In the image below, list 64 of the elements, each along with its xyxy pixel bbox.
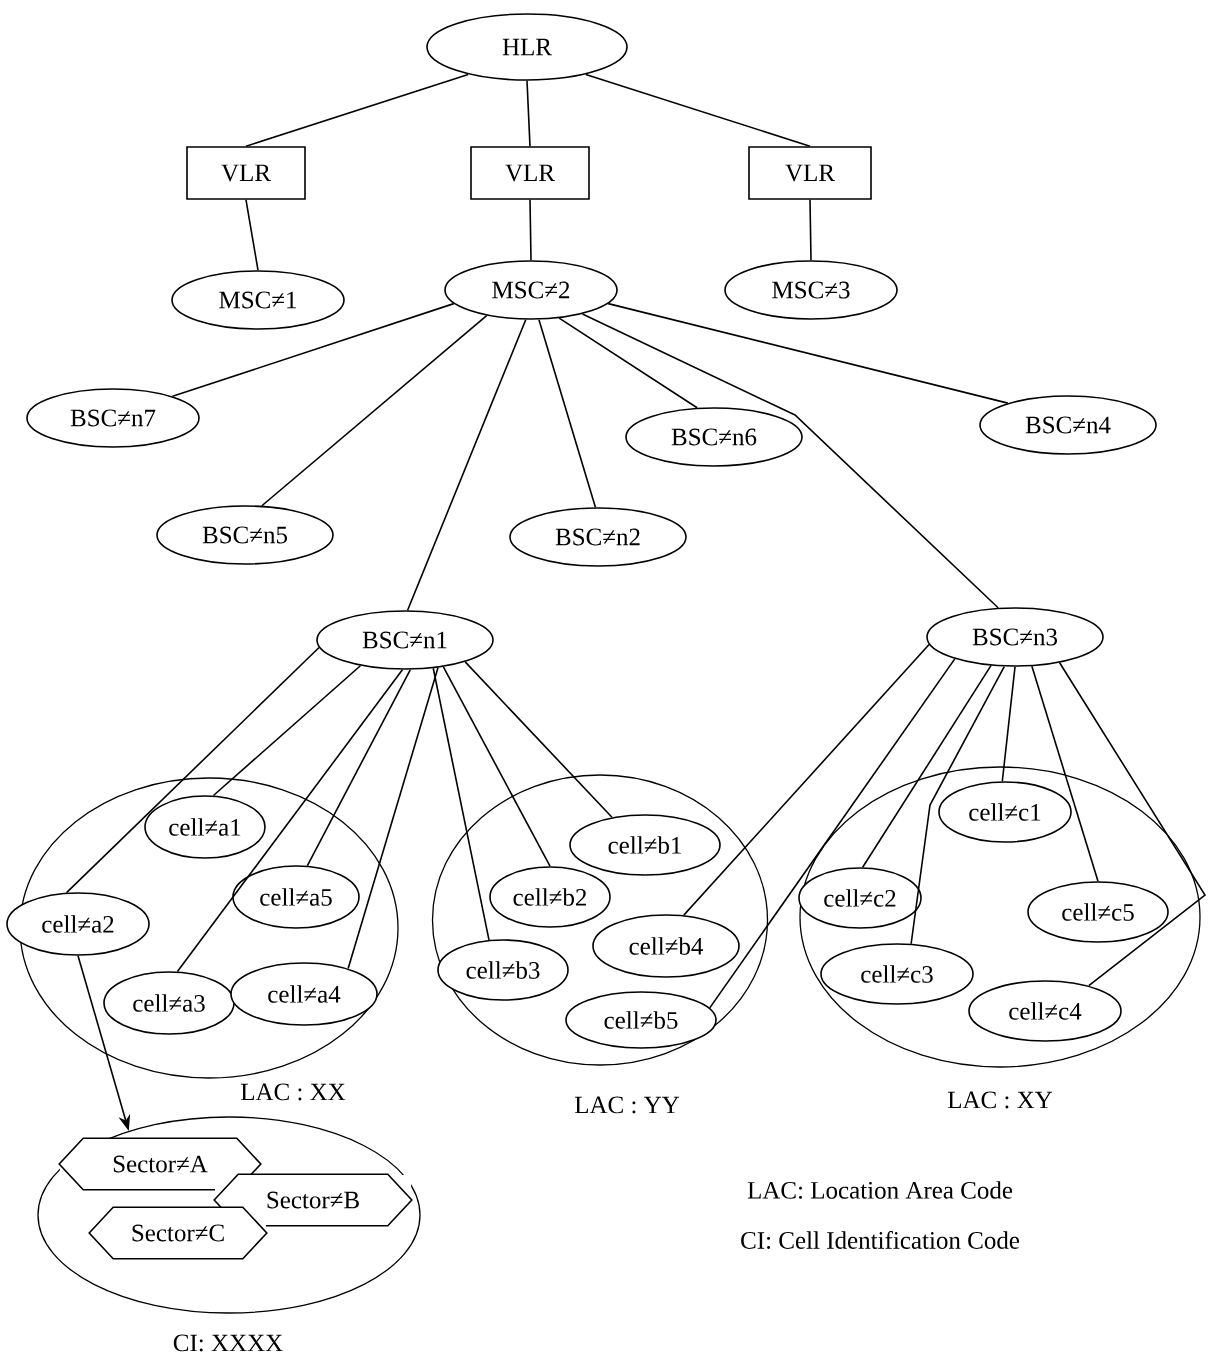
connector-line [526, 80, 531, 147]
connector-line [245, 73, 469, 147]
ellipse-node: HLR [426, 13, 628, 81]
ellipse-node: BSC≠n1 [316, 610, 494, 670]
hexagon-node: Sector≠A [58, 1137, 262, 1191]
connector-line [65, 646, 320, 894]
connector-line [538, 318, 597, 509]
connector-line [171, 302, 455, 398]
connector-line [442, 666, 551, 867]
area-label: LAC : YY [574, 1096, 680, 1114]
ellipse-node: cell≠a2 [6, 892, 150, 956]
ellipse-node: MSC≠3 [724, 260, 898, 320]
connector-line [708, 658, 956, 1009]
connector-line [432, 667, 490, 941]
hexagon-node: Sector≠C [88, 1206, 268, 1260]
connector-line [585, 73, 811, 147]
ellipse-node: cell≠c3 [820, 943, 974, 1005]
ellipse-node: BSC≠n6 [625, 407, 803, 467]
ellipse-node: BSC≠n4 [979, 395, 1157, 455]
connector-line [261, 314, 488, 507]
ellipse-node: BSC≠n5 [156, 505, 334, 565]
legend-note: LAC: Location Area Code [747, 1181, 1013, 1199]
ellipse-node: BSC≠n7 [26, 388, 200, 448]
connector-line [1001, 666, 1016, 783]
area-label: CI: XXXX [173, 1334, 283, 1352]
connector-line [529, 199, 532, 261]
ellipse-node: cell≠c4 [968, 980, 1122, 1042]
area-label: LAC : XX [240, 1083, 346, 1101]
ellipse-node: BSC≠n2 [509, 507, 687, 567]
connector-line [176, 669, 404, 973]
ellipse-node: cell≠b1 [569, 814, 721, 876]
ellipse-node: MSC≠1 [171, 270, 345, 330]
connector-line [464, 661, 613, 819]
connector-line [558, 317, 698, 409]
ellipse-node: cell≠b5 [565, 991, 717, 1049]
ellipse-node: cell≠a4 [230, 962, 378, 1026]
rectangle-node: VLR [186, 146, 306, 200]
connector-line [683, 643, 930, 916]
connector-line [347, 666, 439, 970]
ellipse-node: cell≠b2 [489, 866, 611, 928]
connector-line [910, 665, 1006, 945]
ellipse-node: cell≠a3 [103, 971, 235, 1035]
connector-line [607, 302, 1009, 404]
connector-line [861, 664, 992, 869]
area-label: LAC : XY [947, 1091, 1053, 1109]
rectangle-node: VLR [470, 146, 590, 200]
ellipse-node: cell≠b3 [437, 939, 569, 1001]
ellipse-node: BSC≠n3 [926, 607, 1104, 667]
ellipse-node: cell≠b4 [592, 914, 740, 978]
ellipse-node: cell≠a5 [232, 865, 360, 929]
connector-line [1031, 665, 1099, 882]
ellipse-node: cell≠c5 [1027, 881, 1169, 943]
connector-line [581, 313, 999, 609]
ellipse-node: cell≠c2 [798, 867, 922, 929]
ellipse-node: MSC≠2 [444, 260, 618, 320]
connector-line [406, 318, 527, 612]
legend-note: CI: Cell Identification Code [741, 1231, 1020, 1249]
connector-line [245, 199, 259, 271]
ellipse-node: cell≠a1 [144, 795, 266, 859]
rectangle-node: VLR [748, 146, 872, 200]
connector-line [306, 668, 412, 867]
connector-line [1058, 661, 1207, 987]
ellipse-node: cell≠c1 [938, 781, 1072, 843]
connector-line [809, 199, 812, 261]
